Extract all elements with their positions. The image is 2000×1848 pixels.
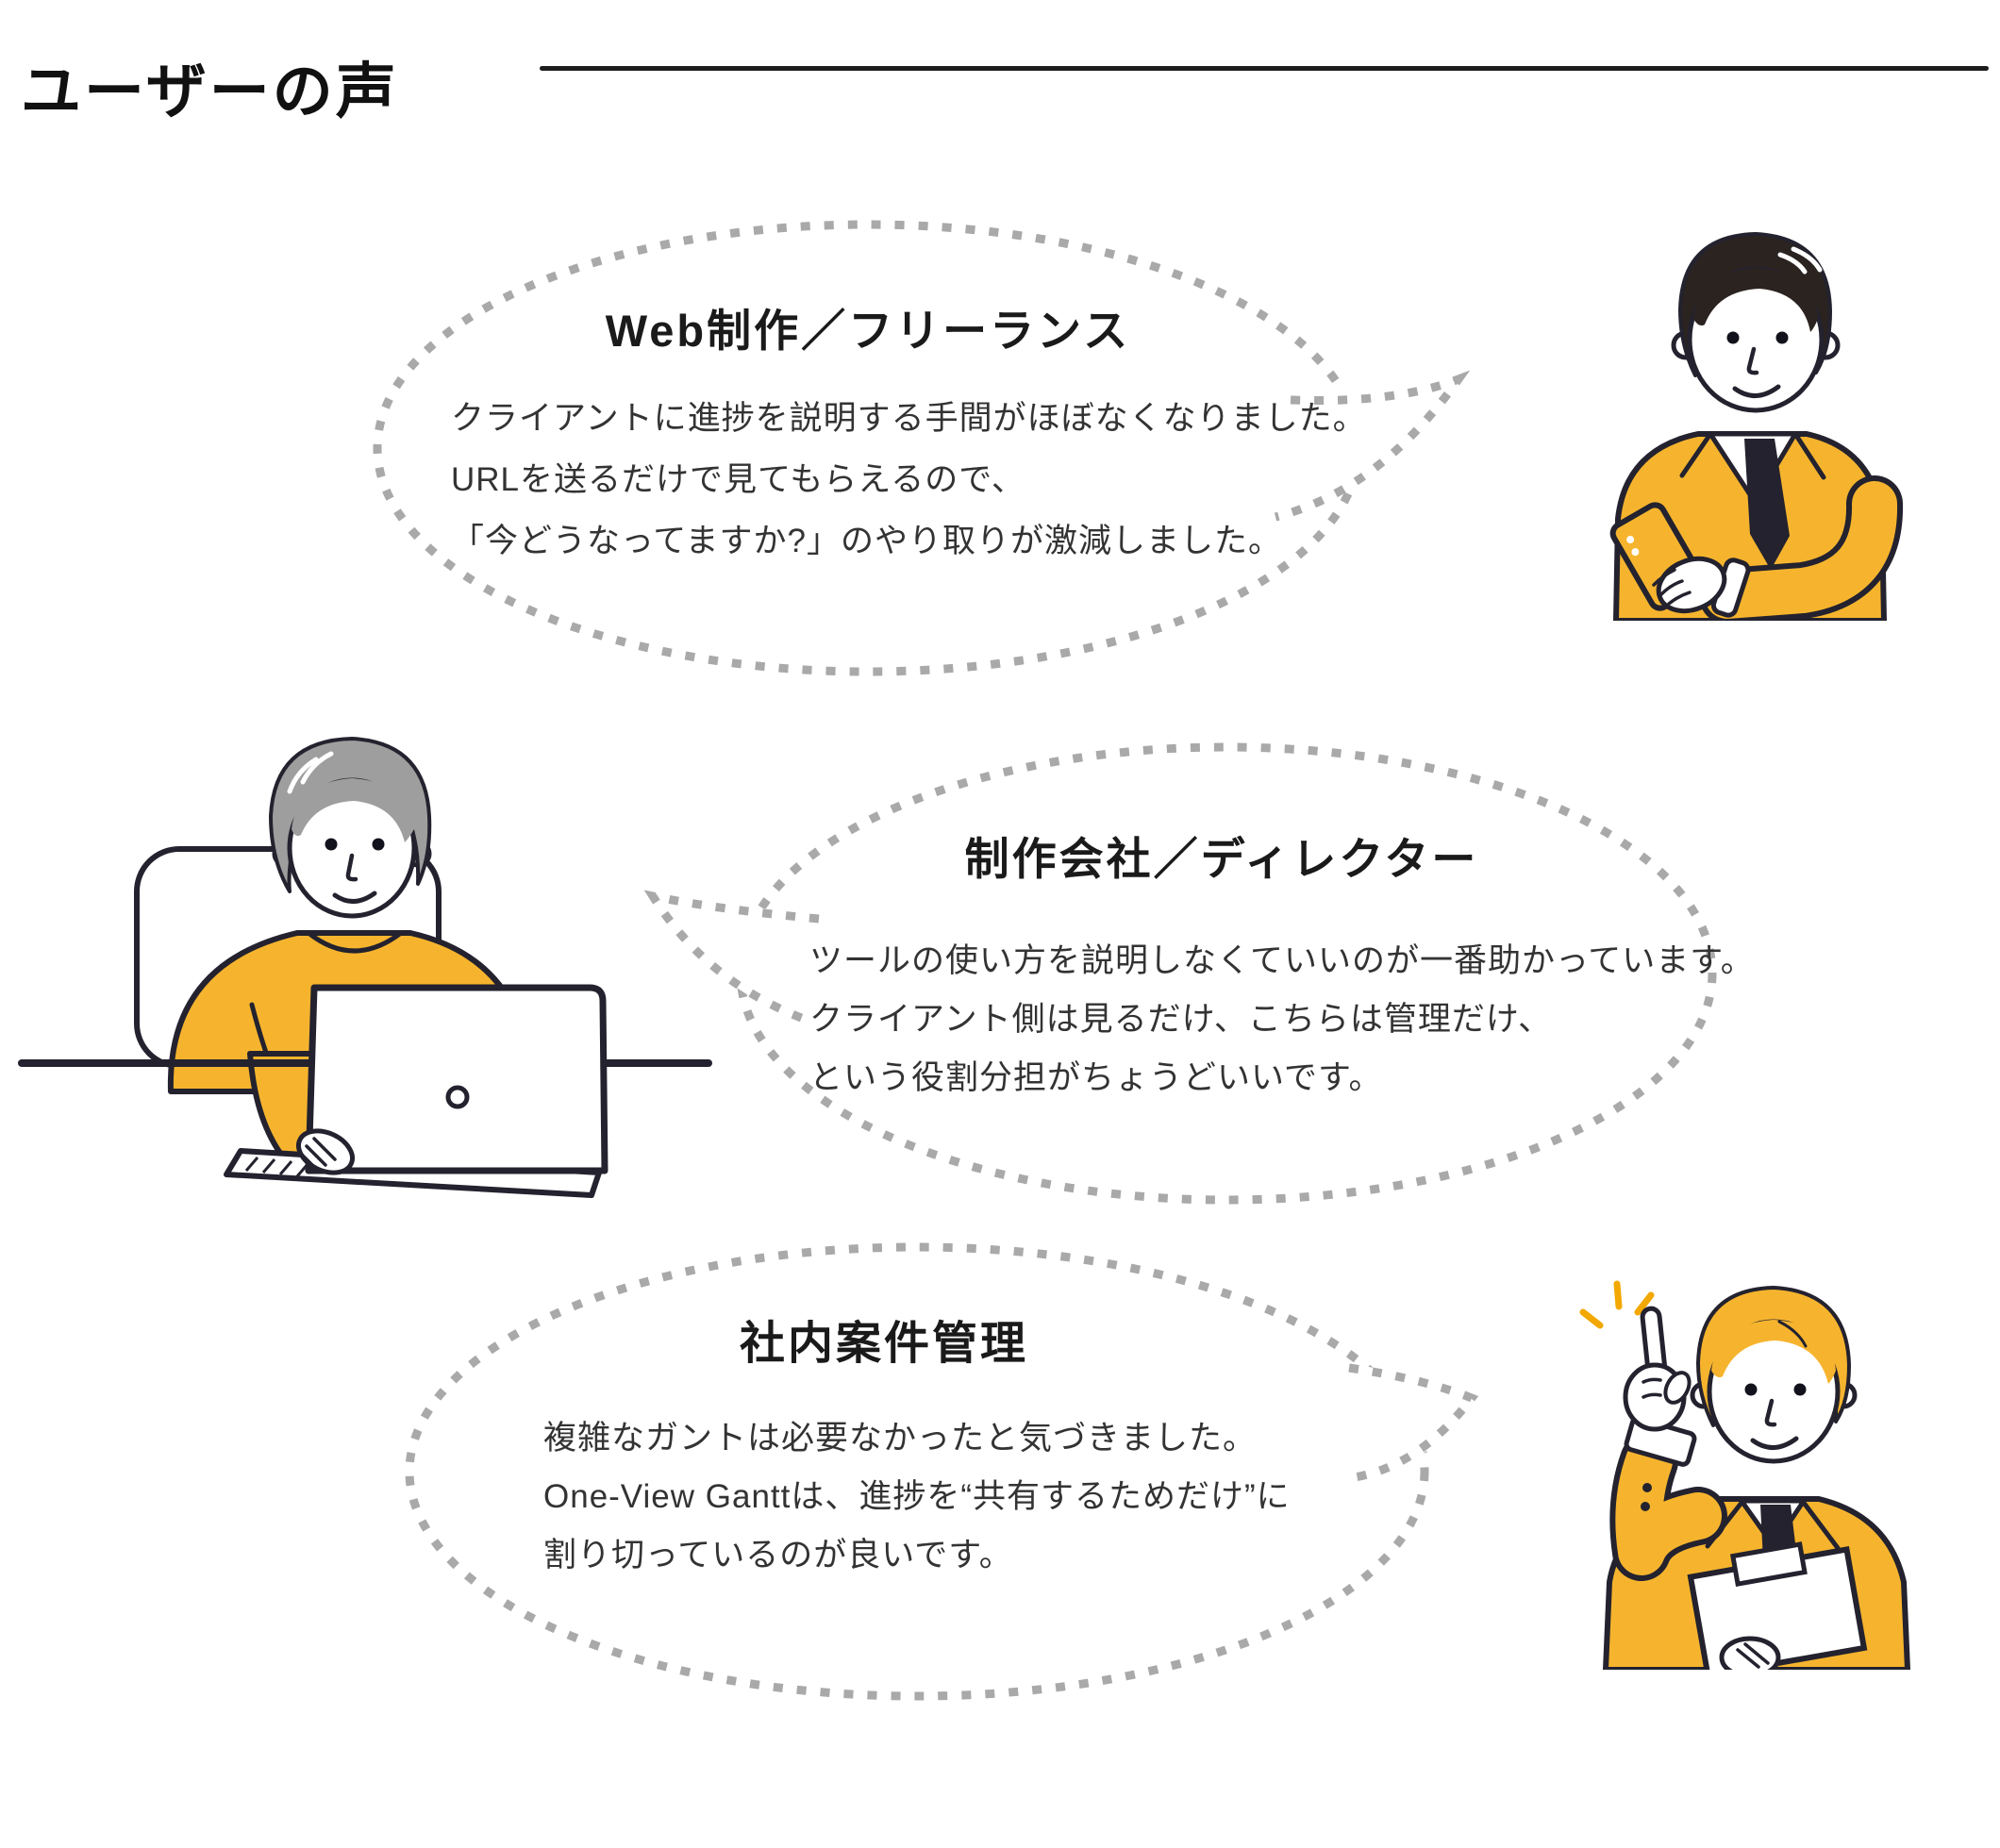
speech-bubble-internal (405, 1242, 1479, 1701)
man-with-phone-icon (1609, 232, 1904, 624)
pointing-hand-icon (1623, 1306, 1692, 1432)
testimonial-line: ツールの使い方を説明しなくていいのが一番助かっています。 (809, 942, 1755, 979)
testimonial-text-1: クライアントに進捗を説明する手間がほぼなくなりました。 URLを送るだけで見ても… (451, 388, 1367, 572)
speech-bubble-web-freelance (373, 220, 1471, 676)
testimonial-role-3: 社内案件管理 (739, 1319, 1028, 1369)
illustration-man-pointing (1557, 1250, 1962, 1679)
testimonial-role-2: 制作会社／ディレクター (964, 834, 1479, 884)
page-title: ユーザーの声 (21, 57, 399, 125)
testimonial-text-3: 複雑なガントは必要なかったと気づきました。 One-View Ganttは、進捗… (543, 1409, 1291, 1585)
speech-bubble-director (643, 742, 1717, 1205)
illustration-man-with-phone (1542, 206, 1939, 624)
testimonial-line: という役割分担がちょうどいいです。 (809, 1059, 1383, 1096)
testimonial-line: 割り切っているのが良いです。 (543, 1537, 1013, 1573)
testimonial-line: 「今どうなってますか?」のやり取りが激減しました。 (451, 523, 1282, 559)
testimonial-text-2: ツールの使い方を説明しなくていいのが一番助かっています。 クライアント側は見るだ… (809, 932, 1755, 1107)
man-pointing-icon (1579, 1280, 1910, 1679)
testimonial-line: One-View Ganttは、進捗を“共有するためだけ”に (543, 1478, 1291, 1515)
testimonial-line: クライアント側は見るだけ、こちらは管理だけ、 (809, 1001, 1553, 1038)
title-rule (540, 66, 1989, 71)
testimonial-line: 複雑なガントは必要なかったと気づきました。 (543, 1420, 1258, 1457)
testimonial-role-1: Web制作／フリーランス (605, 306, 1131, 356)
sparkle-icon (1579, 1280, 1655, 1329)
illustration-man-at-laptop (14, 722, 717, 1198)
man-at-laptop-icon (18, 737, 712, 1198)
testimonial-line: URLを送るだけで見てもらえるので、 (451, 461, 1025, 498)
testimonial-line: クライアントに進捗を説明する手間がほぼなくなりました。 (451, 400, 1367, 437)
